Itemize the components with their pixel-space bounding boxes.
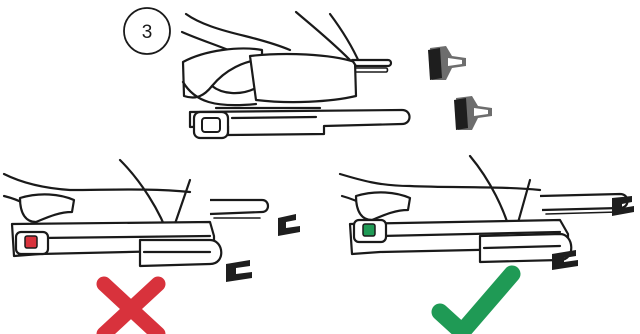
isofix-guide-icon — [428, 46, 466, 80]
isofix-connector-icon — [278, 214, 300, 236]
correct-installation-illustration — [340, 156, 634, 270]
cross-icon — [104, 284, 158, 334]
isofix-connector-icon — [226, 260, 252, 282]
step-number: 3 — [142, 22, 153, 43]
wrong-installation-illustration — [4, 160, 268, 266]
status-indicator-green — [363, 224, 375, 236]
top-seat-illustration — [182, 12, 410, 138]
check-icon — [440, 274, 512, 332]
step-badge: 3 — [124, 8, 170, 54]
status-indicator-red — [25, 236, 37, 248]
isofix-guide-icon — [454, 96, 492, 130]
